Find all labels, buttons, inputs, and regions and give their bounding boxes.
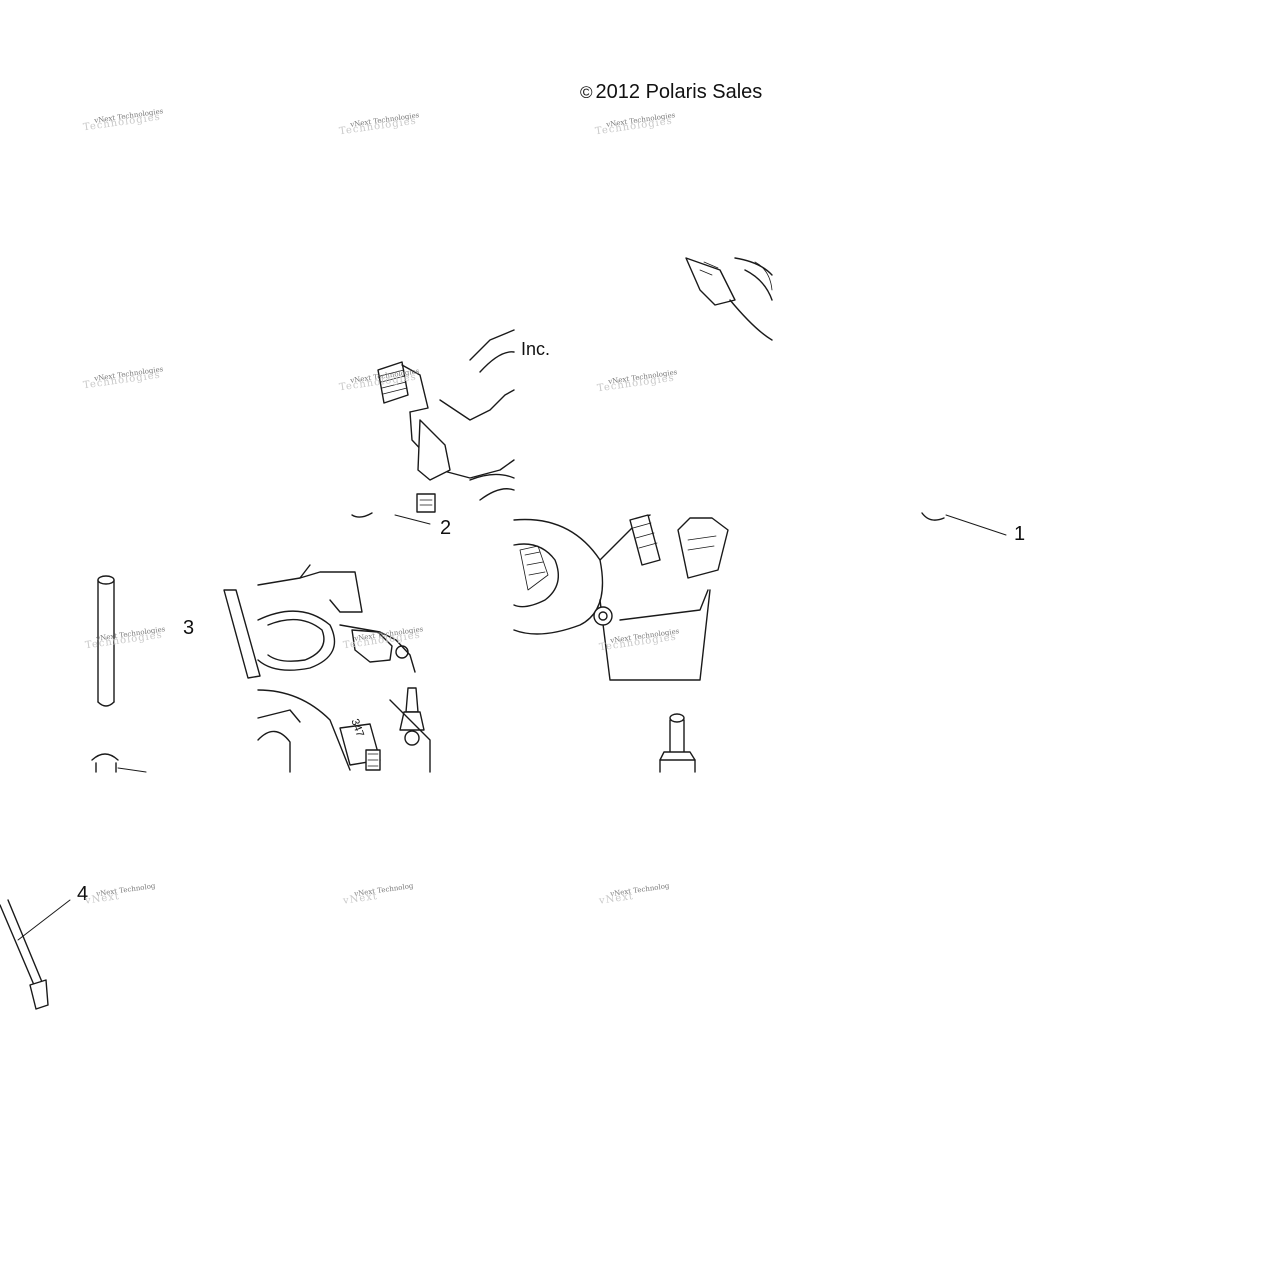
copyright-text: 2012 Polaris Sales [595, 81, 763, 103]
copyright-symbol: © [580, 83, 593, 102]
callout-1: 1 [1014, 523, 1026, 545]
callout-2: 2 [440, 517, 452, 539]
clamp-fragment [91, 753, 147, 773]
copyright-suffix: Inc. [521, 339, 551, 359]
bolt [659, 713, 696, 773]
knuckle-upper-fragment [351, 329, 515, 525]
housing-top-fragment [685, 257, 773, 341]
differential-housing [513, 514, 729, 681]
callout-3: 3 [183, 617, 195, 639]
copyright-notice: ©2012 Polaris Sales [580, 81, 762, 104]
knuckle-lower [223, 564, 431, 773]
part-3-tube [97, 575, 115, 707]
part-4-rod [0, 899, 71, 1010]
callout-4: 4 [77, 883, 89, 905]
part-1-cap [921, 512, 1007, 536]
